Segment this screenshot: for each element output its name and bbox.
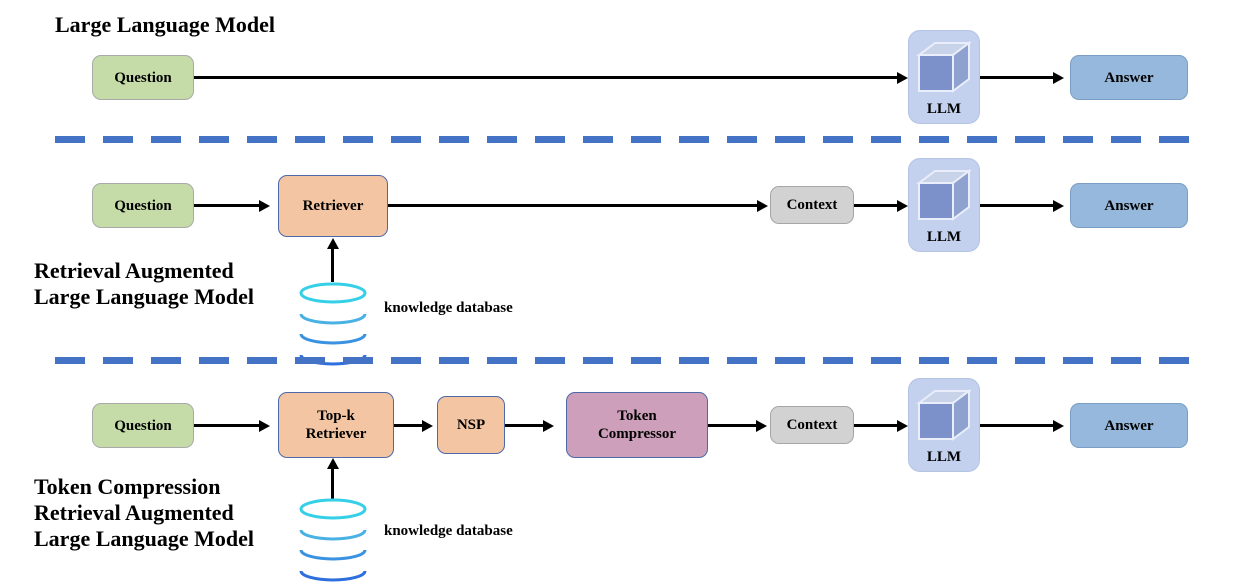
row3-nsp-to-compressor-line (505, 424, 547, 427)
section-divider-2 (55, 357, 1205, 364)
row2-context-box[interactable]: Context (770, 186, 854, 224)
row2-question-to-retriever-arrowhead (259, 199, 270, 212)
row2-context-to-llm-arrowhead (897, 199, 908, 212)
row3-context-to-llm-arrowhead (897, 419, 908, 432)
row2-retriever-to-context-line (388, 204, 763, 207)
section-title-llm: Large Language Model (55, 12, 275, 37)
row2-retriever-to-context-arrowhead (757, 199, 768, 212)
row3-topk-to-nsp-arrowhead (422, 419, 433, 432)
row2-context-to-llm-line (854, 204, 904, 207)
cube-3d-icon (916, 389, 972, 441)
row3-db-to-topk-arrowhead (327, 458, 339, 469)
row3-token-compressor-box[interactable]: Token Compressor (566, 392, 708, 458)
cube-3d-icon (916, 169, 972, 221)
row2-answer-box[interactable]: Answer (1070, 183, 1188, 228)
row1-llm-to-answer-arrowhead (1053, 71, 1064, 84)
row1-question-to-llm-arrowhead (897, 71, 908, 84)
section-title-rag: Retrieval Augmented Large Language Model (34, 258, 254, 309)
row2-llm-label: LLM (926, 229, 962, 245)
row3-llm-box[interactable]: LLM (908, 378, 980, 472)
row2-llm-to-answer-arrowhead (1053, 199, 1064, 212)
row3-nsp-to-compressor-arrowhead (543, 419, 554, 432)
row1-llm-box[interactable]: LLM (908, 30, 980, 124)
row1-question-box[interactable]: Question (92, 55, 194, 100)
section-divider-1 (55, 136, 1205, 143)
row1-question-to-llm-line (194, 76, 904, 79)
row2-retriever-box[interactable]: Retriever (278, 175, 388, 237)
row3-question-to-topk-arrowhead (259, 419, 270, 432)
row1-answer-box[interactable]: Answer (1070, 55, 1188, 100)
row2-knowledge-database-caption: knowledge database (384, 300, 513, 316)
row3-nsp-box[interactable]: NSP (437, 396, 505, 454)
row3-llm-to-answer-line (980, 424, 1055, 427)
row2-db-to-retriever-arrowhead (327, 238, 339, 249)
row3-llm-label: LLM (926, 449, 962, 465)
row3-context-box[interactable]: Context (770, 406, 854, 444)
row2-knowledge-database-icon (296, 281, 370, 367)
row3-llm-to-answer-arrowhead (1053, 419, 1064, 432)
section-title-tcrag: Token Compression Retrieval Augmented La… (34, 474, 254, 551)
row3-knowledge-database-icon (296, 497, 370, 583)
row2-db-to-retriever-line (331, 248, 334, 282)
row2-llm-to-answer-line (980, 204, 1055, 207)
row1-llm-to-answer-line (980, 76, 1055, 79)
row2-llm-box[interactable]: LLM (908, 158, 980, 252)
row3-answer-box[interactable]: Answer (1070, 403, 1188, 448)
row3-question-box[interactable]: Question (92, 403, 194, 448)
row2-question-box[interactable]: Question (92, 183, 194, 228)
row1-llm-label: LLM (926, 101, 962, 117)
cube-3d-icon (916, 41, 972, 93)
row3-knowledge-database-caption: knowledge database (384, 523, 513, 539)
row3-topk-to-nsp-line (394, 424, 426, 427)
row3-question-to-topk-line (194, 424, 262, 427)
row3-compressor-to-context-arrowhead (756, 419, 767, 432)
row3-topk-retriever-box[interactable]: Top-k Retriever (278, 392, 394, 458)
row3-compressor-to-context-line (708, 424, 760, 427)
row2-question-to-retriever-line (194, 204, 262, 207)
row3-db-to-topk-line (331, 468, 334, 500)
row3-context-to-llm-line (854, 424, 904, 427)
